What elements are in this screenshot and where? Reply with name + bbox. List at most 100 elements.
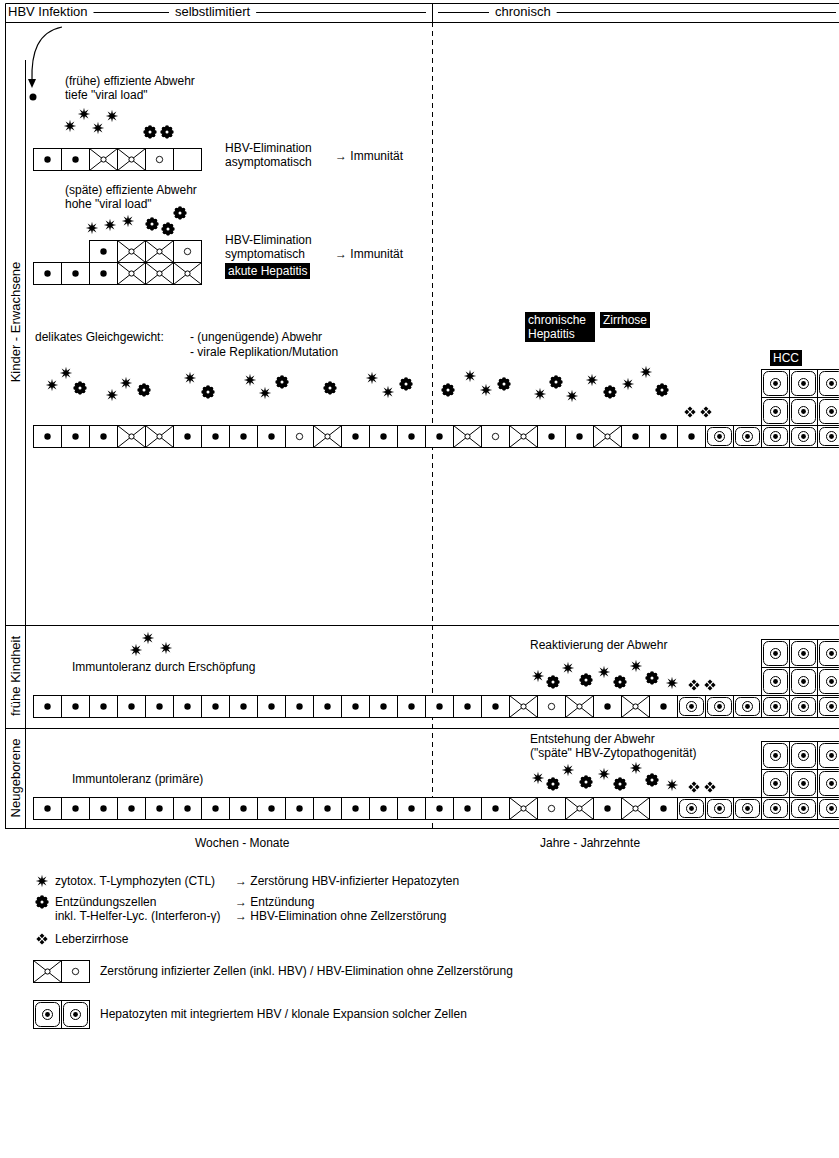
annotation-text: tiefe "viral load" bbox=[65, 88, 148, 102]
ctl-symbol bbox=[586, 374, 598, 386]
hepatocyte-cell bbox=[62, 426, 90, 448]
cell-outline bbox=[790, 770, 818, 798]
hepatocyte-cell bbox=[230, 426, 258, 448]
cell-outline bbox=[790, 798, 818, 820]
cell-outline bbox=[34, 798, 62, 820]
cleared-cell bbox=[296, 433, 302, 439]
inflammation-center bbox=[405, 383, 408, 386]
integrated-dot bbox=[829, 806, 834, 811]
integrated-dot bbox=[829, 434, 834, 439]
inflammation-core bbox=[401, 379, 410, 388]
cell-outline bbox=[762, 742, 790, 770]
integrated-dot bbox=[829, 679, 834, 684]
inflammation-core bbox=[147, 219, 156, 228]
cell-destroyed bbox=[146, 241, 174, 263]
inflammation-symbol bbox=[546, 675, 559, 688]
hepatocyte-cell bbox=[594, 426, 622, 448]
cell-destroyed bbox=[118, 426, 146, 448]
integrated-cell bbox=[708, 800, 732, 818]
integrated-cell bbox=[792, 698, 816, 716]
integrated-dot bbox=[801, 409, 806, 414]
cell-outline bbox=[818, 696, 839, 718]
integrated-cell bbox=[792, 428, 816, 446]
hepatocyte-cell bbox=[762, 640, 790, 668]
cell-outline bbox=[174, 426, 202, 448]
ctl-symbol bbox=[130, 644, 142, 656]
hepatocyte-cell bbox=[62, 696, 90, 718]
cell-outline bbox=[90, 241, 118, 263]
hbv-particle bbox=[380, 703, 386, 709]
cell-outline bbox=[146, 241, 174, 263]
hepatocyte-cell bbox=[538, 696, 566, 718]
ctl-symbol bbox=[106, 389, 118, 401]
hepatocyte-cell bbox=[174, 426, 202, 448]
hepatocyte-cell bbox=[34, 263, 62, 285]
hbv-particle bbox=[296, 703, 302, 709]
inflammation-symbol bbox=[73, 381, 86, 394]
inflammation-symbol bbox=[579, 673, 592, 686]
cirrhosis-diamond bbox=[708, 788, 713, 793]
cell-destroyed bbox=[118, 241, 146, 263]
integrated-cell bbox=[680, 800, 704, 818]
label-column-line bbox=[25, 60, 26, 828]
inflammation-symbol bbox=[143, 125, 156, 138]
annotation-text: HBV-Elimination symptomatisch bbox=[225, 233, 330, 261]
annotation-text: Jahre - Jahrzehnte bbox=[540, 836, 640, 850]
ctl-symbol bbox=[532, 670, 544, 682]
inflammation-center bbox=[552, 681, 555, 684]
integrated-ring bbox=[827, 702, 837, 712]
cell-outline bbox=[734, 798, 762, 820]
ctl-symbol bbox=[622, 378, 634, 390]
annotation-text: → Entzündung bbox=[235, 895, 314, 909]
cell-outline bbox=[762, 770, 790, 798]
cell-outline bbox=[398, 426, 426, 448]
cell-destroyed bbox=[118, 426, 146, 448]
cell-nucleus bbox=[325, 434, 330, 439]
cell-outline bbox=[34, 1001, 62, 1029]
hepatocyte-cell bbox=[454, 696, 482, 718]
hbv-particle bbox=[660, 433, 666, 439]
cell-outline bbox=[34, 696, 62, 718]
inflammation-center bbox=[329, 387, 332, 390]
cell-destroyed bbox=[118, 149, 146, 171]
hbv-particle bbox=[296, 805, 302, 811]
cirrhosis-diamond bbox=[36, 937, 41, 942]
cell-outline bbox=[202, 426, 230, 448]
cell-outline bbox=[622, 696, 650, 718]
integrated-dot bbox=[801, 381, 806, 386]
cell-destroyed bbox=[594, 426, 622, 448]
hepatocyte-cell bbox=[118, 241, 146, 263]
hbv-particle bbox=[44, 433, 50, 439]
annotation-text: (späte) effiziente Abwehr bbox=[65, 183, 197, 197]
cell-outline bbox=[454, 798, 482, 820]
ctl-symbol bbox=[566, 390, 578, 402]
cell-destroyed bbox=[622, 696, 650, 718]
integrated-cell bbox=[820, 744, 839, 768]
header-rule bbox=[557, 12, 836, 13]
integrated-dot bbox=[773, 679, 778, 684]
cell-outline bbox=[314, 696, 342, 718]
annotation-text: delikates Gleichgewicht: bbox=[35, 330, 164, 344]
integrated-cell bbox=[820, 772, 839, 796]
integrated-dot bbox=[801, 679, 806, 684]
cell-destroyed bbox=[118, 149, 146, 171]
cell-outline bbox=[62, 1001, 90, 1029]
stage-box: HCC bbox=[770, 350, 802, 366]
integrated-cell bbox=[764, 698, 788, 716]
hbv-particle bbox=[268, 805, 274, 811]
integrated-ring bbox=[743, 432, 753, 442]
cell-nucleus bbox=[605, 434, 610, 439]
cell-outline bbox=[762, 640, 790, 668]
ctl-symbol bbox=[640, 366, 652, 378]
hepatocyte-cell bbox=[146, 263, 174, 285]
cirrhosis-symbol bbox=[700, 406, 711, 417]
cell-outline bbox=[62, 149, 90, 171]
inflammation-center bbox=[609, 391, 612, 394]
cell-outline bbox=[146, 263, 174, 285]
ctl-symbol bbox=[598, 666, 610, 678]
hepatocyte-cell bbox=[370, 798, 398, 820]
cell-nucleus bbox=[129, 434, 134, 439]
cell-destroyed bbox=[34, 961, 62, 983]
hepatocyte-cell bbox=[398, 696, 426, 718]
inflammation-core bbox=[75, 383, 84, 392]
